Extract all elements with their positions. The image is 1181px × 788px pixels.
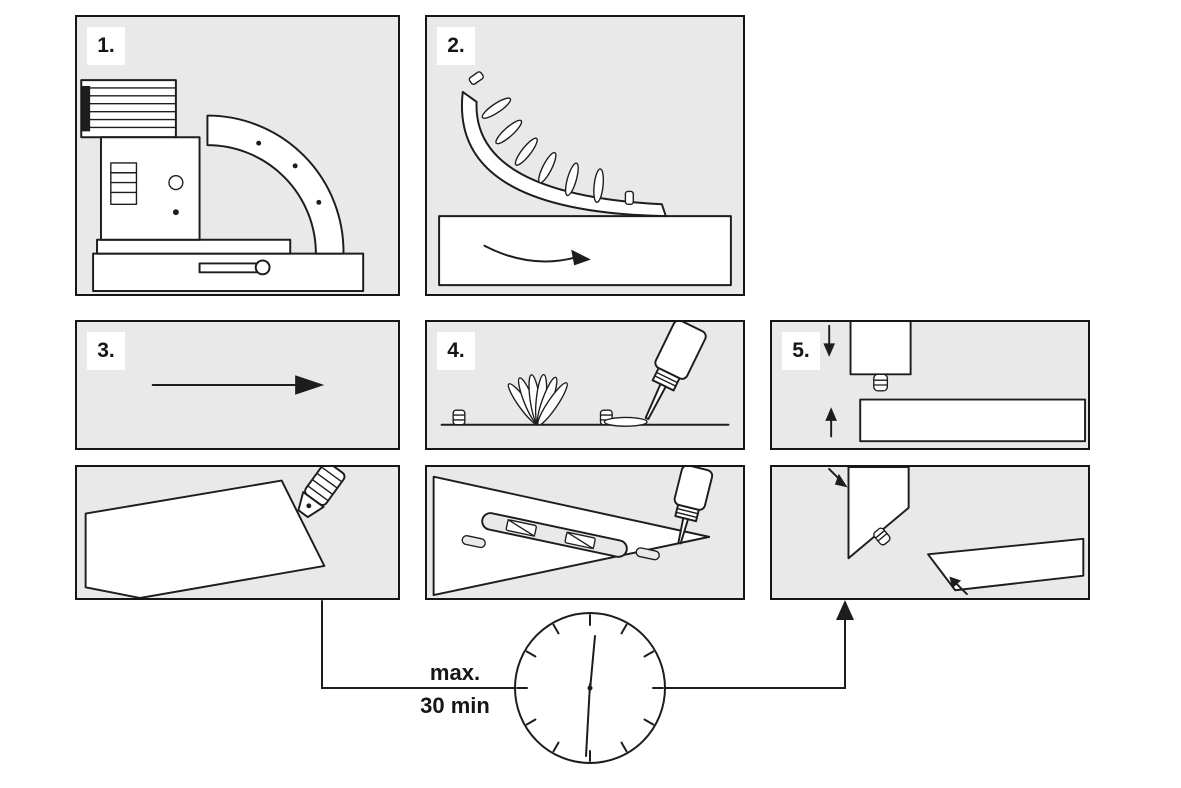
clock-icon — [514, 612, 666, 764]
slide-arrow-illustration — [151, 375, 325, 395]
miter-tool-on-board-illustration — [80, 79, 365, 293]
rivet-dot — [256, 140, 262, 146]
rivet-dot — [292, 163, 298, 169]
clamp-rod — [198, 259, 271, 276]
clock-ticks — [516, 614, 664, 762]
glue-slot-illustration — [432, 467, 714, 597]
panel-detail-glue-slot — [425, 465, 745, 600]
tool-body — [99, 136, 201, 241]
connector-pin — [873, 527, 891, 546]
step-number-badge: 3. — [87, 332, 125, 370]
press-down-arrow — [823, 324, 836, 357]
pointer-arrow-top — [828, 467, 848, 488]
glue-biscuits-illustration — [440, 322, 730, 427]
glue-bottle-icon — [644, 322, 707, 421]
insert-pin-illustration — [823, 322, 1087, 443]
corner-tool-illustration — [84, 467, 346, 598]
horizontal-mitered-board — [927, 537, 1085, 592]
vertical-mitered-board — [847, 467, 910, 560]
connector-right — [663, 615, 846, 689]
connector-pin — [873, 373, 889, 392]
step-label: 5. — [792, 339, 810, 362]
timer-max-label: max. — [429, 660, 481, 685]
rotate-direction-arrow — [483, 244, 591, 266]
glue-bead — [603, 416, 648, 427]
panel-step-5: 5. — [770, 320, 1090, 450]
connector-left — [321, 600, 517, 689]
miter-joint-illustration — [828, 467, 1085, 596]
panel-step-2: 2. — [425, 15, 745, 296]
step-label: 1. — [97, 34, 115, 57]
step-label: 3. — [97, 339, 115, 362]
rivet-dot — [316, 199, 322, 205]
board-corner — [84, 479, 326, 598]
step-number-badge: 2. — [437, 27, 475, 65]
workpiece-board — [438, 215, 732, 287]
horizontal-board — [859, 398, 1087, 443]
step-label: 4. — [447, 339, 465, 362]
panel-detail-corner-tool — [75, 465, 400, 600]
pointer-arrow-bottom — [949, 576, 968, 596]
curved-template — [460, 90, 667, 218]
dowel-pin — [452, 409, 466, 426]
right-arrow — [151, 375, 325, 395]
dowel-pin — [624, 190, 634, 205]
step-number-badge: 5. — [782, 332, 820, 370]
step-number-badge: 1. — [87, 27, 125, 65]
step-label: 2. — [447, 34, 465, 57]
clock-center-dot — [587, 685, 593, 691]
minute-hand — [585, 683, 591, 757]
press-up-arrow — [825, 407, 837, 438]
biscuit-fins — [481, 97, 605, 204]
step-number-badge: 4. — [437, 332, 475, 370]
glue-bottle-icon — [673, 467, 714, 545]
timer-duration-label: 30 min — [420, 693, 490, 718]
hour-hand — [589, 635, 596, 691]
up-arrowhead — [836, 600, 854, 620]
handheld-tool — [297, 467, 346, 519]
machined-slot — [461, 512, 660, 561]
panel-step-3: 3. — [75, 320, 400, 450]
dowel-pin — [468, 71, 484, 86]
biscuit-fan — [507, 373, 568, 426]
motor-housing — [80, 79, 177, 139]
panel-step-1: 1. — [75, 15, 400, 296]
arc-guide — [206, 114, 345, 255]
panel-detail-joint — [770, 465, 1090, 600]
panel-step-4: 4. — [425, 320, 745, 450]
arc-template-illustration — [438, 71, 732, 287]
clock — [512, 610, 668, 766]
